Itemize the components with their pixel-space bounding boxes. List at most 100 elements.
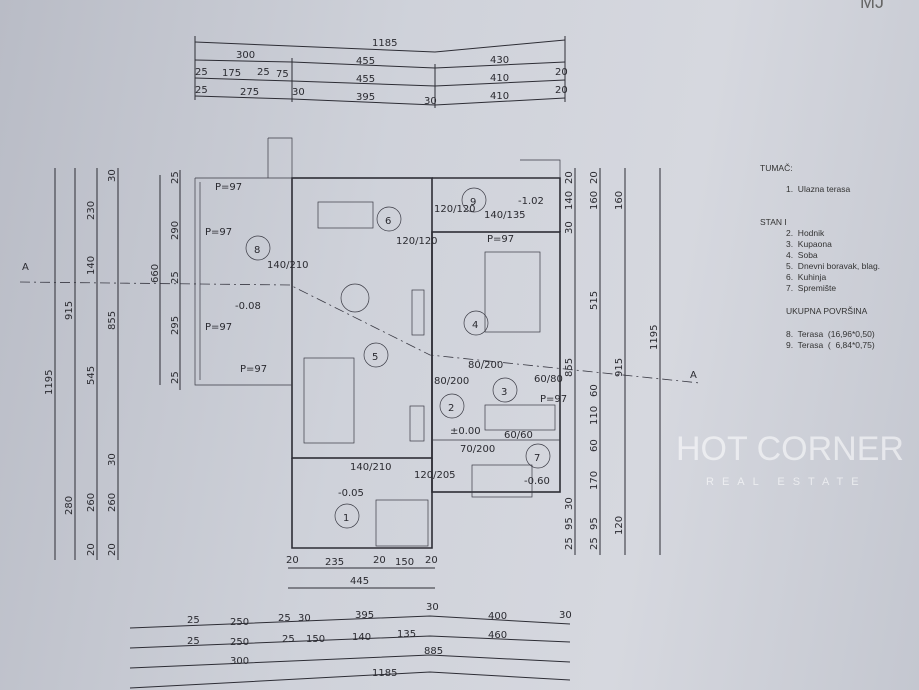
dim-label: 30 [107, 169, 118, 182]
terrace-label: P=97 [240, 364, 267, 375]
dim-label: 1185 [372, 38, 397, 49]
dim-label: 260 [107, 493, 118, 512]
legend-entry: 2. Hodnik [786, 228, 825, 238]
room-number: 9 [470, 197, 476, 208]
opening-label: 70/200 [460, 444, 495, 455]
dim-label: 410 [490, 91, 509, 102]
dim-label: 25 [195, 85, 208, 96]
dim-label: 275 [240, 87, 259, 98]
dim-label: 140 [564, 191, 575, 210]
corner-label: MJ [860, 0, 884, 12]
dim-label: 110 [589, 406, 600, 425]
dim-label: 20 [555, 67, 568, 78]
section-mark: A [690, 370, 697, 381]
dim-label: 915 [64, 301, 75, 320]
legend-entry: 6. Kuhinja [786, 272, 827, 282]
dim-label: 430 [490, 55, 509, 66]
legend-title: TUMAČ: [760, 163, 793, 173]
dim-label: 915 [614, 358, 625, 377]
dim-label: 30 [424, 96, 437, 107]
dim-label: 400 [488, 611, 507, 622]
dim-label: 25 [589, 537, 600, 550]
legend-entry: 7. Spremište [786, 283, 837, 293]
room-number: 5 [372, 352, 378, 363]
dim-label: 20 [555, 85, 568, 96]
level-marks: -0.05 ±0.00 -0.60 -0.08 -1.02 [235, 196, 550, 499]
dim-label: 25 [282, 634, 295, 645]
section-line: A A [19, 262, 701, 384]
room-number: 4 [472, 320, 478, 331]
dim-label: 160 [589, 191, 600, 210]
legend-entry: 9. Terasa ( 6,84*0,75) [786, 340, 875, 350]
opening-label: 120/120 [396, 236, 438, 247]
under-plan-dimensions: 20 235 20 150 20 445 [286, 555, 438, 589]
building-outline [194, 137, 561, 549]
terrace-label: P=97 [205, 322, 232, 333]
dim-label: 300 [236, 50, 255, 61]
opening-label: 80/200 [468, 360, 503, 371]
dim-label: 395 [356, 92, 375, 103]
dim-label: 230 [86, 201, 97, 220]
dim-label: 175 [222, 68, 241, 79]
level-label: -0.60 [524, 476, 550, 487]
dim-label: 460 [488, 630, 507, 641]
room-number: 8 [254, 245, 260, 256]
dim-label: 25 [170, 371, 181, 384]
dim-label: 1195 [649, 325, 660, 350]
dim-label: 30 [564, 221, 575, 234]
dim-label: 150 [395, 557, 414, 568]
dim-label: 25 [195, 67, 208, 78]
dim-label: 75 [276, 69, 289, 80]
level-label: ±0.00 [450, 426, 481, 437]
dim-label: 160 [614, 191, 625, 210]
bottom-dimensions: 25 250 25 30 395 30 400 30 25 250 25 150… [129, 602, 572, 689]
room-number: 7 [534, 453, 540, 464]
watermark-subtitle: REAL ESTATE [706, 476, 867, 488]
dim-label: 170 [589, 471, 600, 490]
room-numbers: 1 2 3 4 5 6 7 8 9 [245, 187, 551, 529]
dim-label: 135 [397, 629, 416, 640]
dim-label: 30 [559, 610, 572, 621]
legend: TUMAČ: 1. Ulazna terasa STAN I 2. Hodnik… [760, 163, 880, 351]
terrace-label: P=97 [215, 182, 242, 193]
legend-entry: 8. Terasa (16,96*0,50) [786, 329, 875, 339]
dim-label: 660 [150, 264, 161, 283]
terrace-label: P=97 [205, 227, 232, 238]
dim-label: 30 [107, 453, 118, 466]
dim-label: 140 [352, 632, 371, 643]
dim-label: 855 [107, 311, 118, 330]
watermark-logo: HOT CORNER [676, 430, 904, 468]
terrace-label: P=97 [540, 394, 567, 405]
dim-label: 280 [64, 496, 75, 515]
dim-label: 20 [589, 171, 600, 184]
dim-label: 25 [187, 615, 200, 626]
dim-label: 30 [292, 87, 305, 98]
area-title: UKUPNA POVRŠINA [786, 306, 868, 316]
dim-label: 445 [350, 576, 369, 587]
dim-label: 300 [230, 656, 249, 667]
dim-label: 140 [86, 256, 97, 275]
dim-label: 1195 [44, 370, 55, 395]
dim-label: 95 [564, 517, 575, 530]
dim-label: 1185 [372, 668, 397, 679]
dim-label: 250 [230, 637, 249, 648]
dim-label: 235 [325, 557, 344, 568]
dim-label: 20 [425, 555, 438, 566]
terrace-label: P=97 [487, 234, 514, 245]
dim-label: 260 [86, 493, 97, 512]
dim-label: 545 [86, 366, 97, 385]
dim-label: 25 [564, 537, 575, 550]
dim-label: 20 [286, 555, 299, 566]
opening-label: 60/60 [504, 430, 533, 441]
opening-label: 120/205 [414, 470, 456, 481]
legend-entry: 4. Soba [786, 250, 818, 260]
dim-label: 250 [230, 617, 249, 628]
opening-label: 120/120 [434, 204, 476, 215]
dim-label: 20 [564, 171, 575, 184]
dim-label: 290 [170, 221, 181, 240]
dim-label: 20 [107, 543, 118, 556]
dim-label: 20 [373, 555, 386, 566]
dim-label: 410 [490, 73, 509, 84]
room-number: 6 [385, 216, 391, 227]
